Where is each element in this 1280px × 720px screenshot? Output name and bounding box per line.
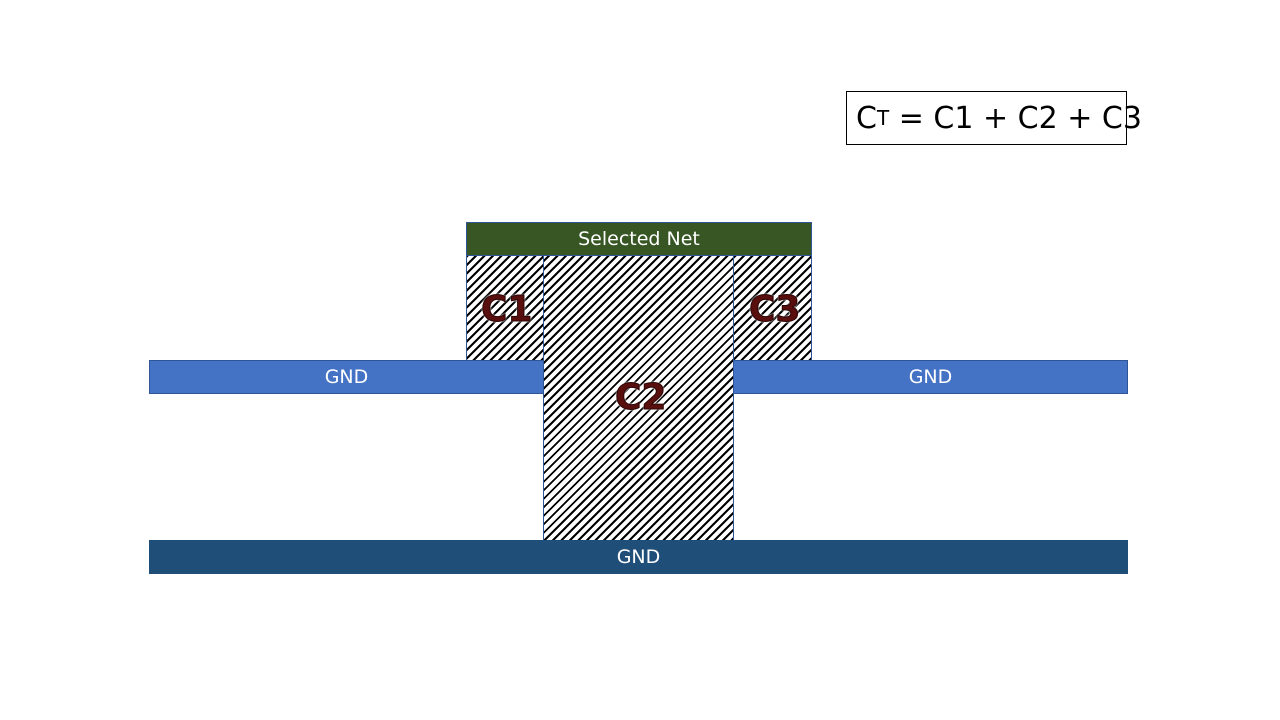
gnd-right-bar: GND: [733, 360, 1128, 394]
gnd-left-label: GND: [324, 366, 369, 388]
gnd-bottom-label: GND: [616, 546, 661, 568]
gnd-left-bar: GND: [149, 360, 544, 394]
selected-net-label: Selected Net: [578, 228, 700, 250]
formula-rhs: = C1 + C2 + C3: [889, 100, 1142, 136]
gnd-right-label: GND: [908, 366, 953, 388]
capacitance-c2-label: C2: [614, 377, 667, 419]
selected-net-bar: Selected Net: [466, 222, 812, 256]
gnd-bottom-bar: GND: [149, 540, 1128, 574]
capacitance-c2-region: [543, 255, 734, 541]
capacitance-c1-label: C1: [480, 289, 533, 331]
capacitance-c3-label: C3: [748, 289, 801, 331]
formula-lhs-base: C: [856, 100, 877, 136]
